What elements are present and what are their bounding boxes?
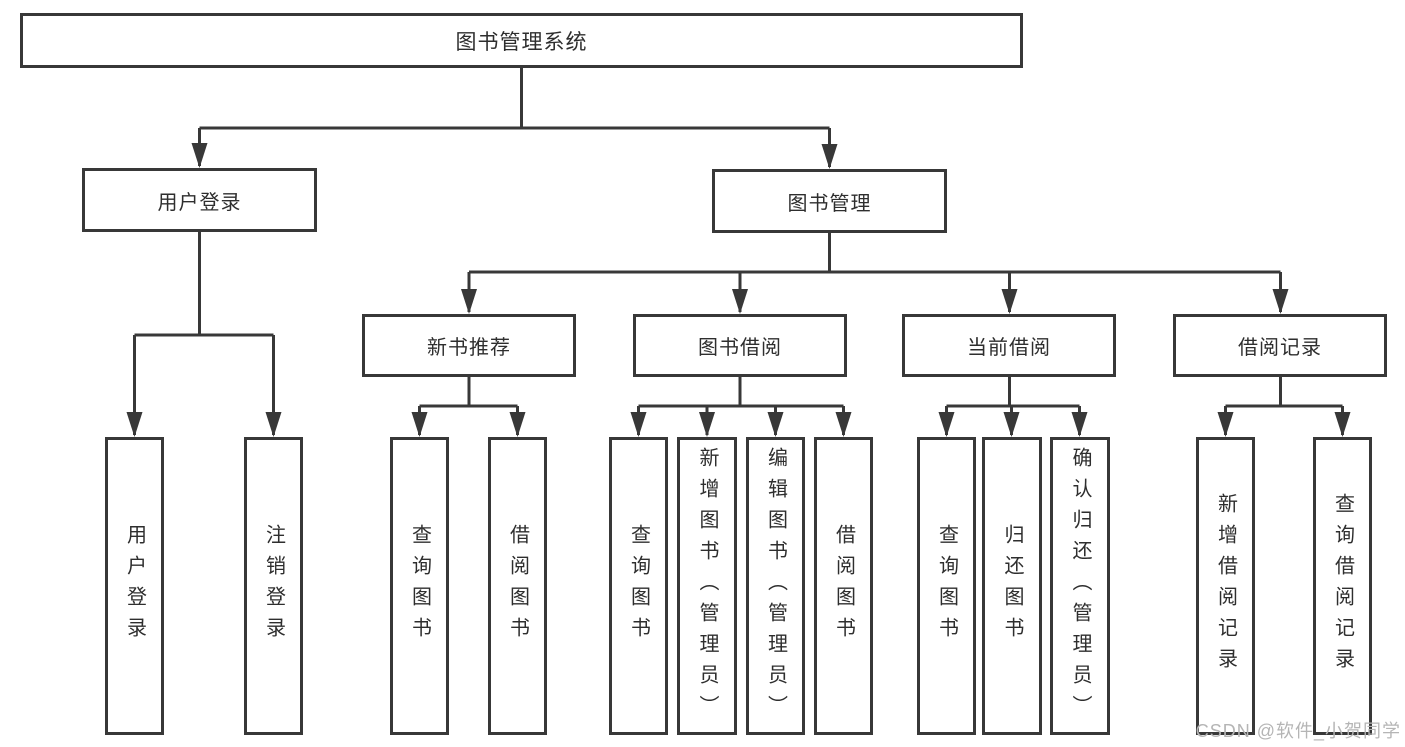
node-label: 用户登录 (123, 524, 146, 648)
node-label: 借阅记录 (1238, 337, 1322, 359)
node-leaf-add-book-admin: 新增图书（管理员） (677, 437, 737, 735)
node-book-management: 图书管理 (712, 169, 947, 233)
node-leaf-confirm-return-admin: 确认归还（管理员） (1050, 437, 1110, 735)
node-label: 编辑图书（管理员） (764, 446, 787, 726)
node-leaf-add-borrow-record: 新增借阅记录 (1196, 437, 1255, 735)
node-label: 查询图书 (408, 524, 431, 648)
node-root-system: 图书管理系统 (20, 13, 1023, 68)
node-user-login: 用户登录 (82, 168, 317, 232)
connector-bookmgmt-to-level3 (467, 233, 1282, 312)
node-leaf-logout: 注销登录 (244, 437, 303, 735)
node-label: 图书管理系统 (455, 30, 588, 54)
node-leaf-edit-book-admin: 编辑图书（管理员） (746, 437, 805, 735)
node-label: 确认归还（管理员） (1069, 446, 1091, 726)
node-leaf-query-book-3: 查询图书 (917, 437, 976, 735)
node-label: 当前借阅 (967, 337, 1051, 359)
node-leaf-query-book-2: 查询图书 (609, 437, 668, 735)
connector-userlogin-to-leaves (133, 232, 275, 435)
node-leaf-borrow-book-2: 借阅图书 (814, 437, 873, 735)
node-label: 用户登录 (157, 191, 242, 214)
node-label: 借阅图书 (832, 524, 855, 648)
node-book-borrow: 图书借阅 (633, 314, 847, 377)
node-borrow-record: 借阅记录 (1173, 314, 1387, 377)
node-label: 归还图书 (1001, 524, 1023, 648)
node-label: 新增图书（管理员） (696, 446, 718, 726)
node-leaf-query-borrow-record: 查询借阅记录 (1313, 437, 1372, 735)
node-label: 新增借阅记录 (1214, 493, 1237, 679)
node-label: 查询借阅记录 (1331, 493, 1354, 679)
node-label: 查询图书 (627, 524, 650, 648)
node-current-borrow: 当前借阅 (902, 314, 1116, 377)
node-leaf-borrow-book-1: 借阅图书 (488, 437, 547, 735)
connector-root-to-level2 (198, 68, 831, 167)
connector-borrowrecord-to-leaves (1224, 377, 1344, 435)
node-label: 图书借阅 (698, 337, 782, 359)
node-label: 图书管理 (787, 192, 872, 215)
connector-bookborrow-to-leaves (637, 377, 845, 435)
node-leaf-query-book-1: 查询图书 (390, 437, 449, 735)
arrowheads (126, 143, 1351, 437)
node-leaf-return-book: 归还图书 (982, 437, 1042, 735)
node-label: 新书推荐 (427, 337, 511, 359)
node-label: 注销登录 (262, 524, 285, 648)
connector-newbook-to-leaves (418, 377, 519, 435)
node-new-book-recommend: 新书推荐 (362, 314, 576, 377)
csdn-watermark: CSDN @软件_小贺同学 (1195, 721, 1401, 741)
node-label: 查询图书 (935, 524, 958, 648)
node-leaf-user-login: 用户登录 (105, 437, 164, 735)
node-label: 借阅图书 (506, 524, 529, 648)
